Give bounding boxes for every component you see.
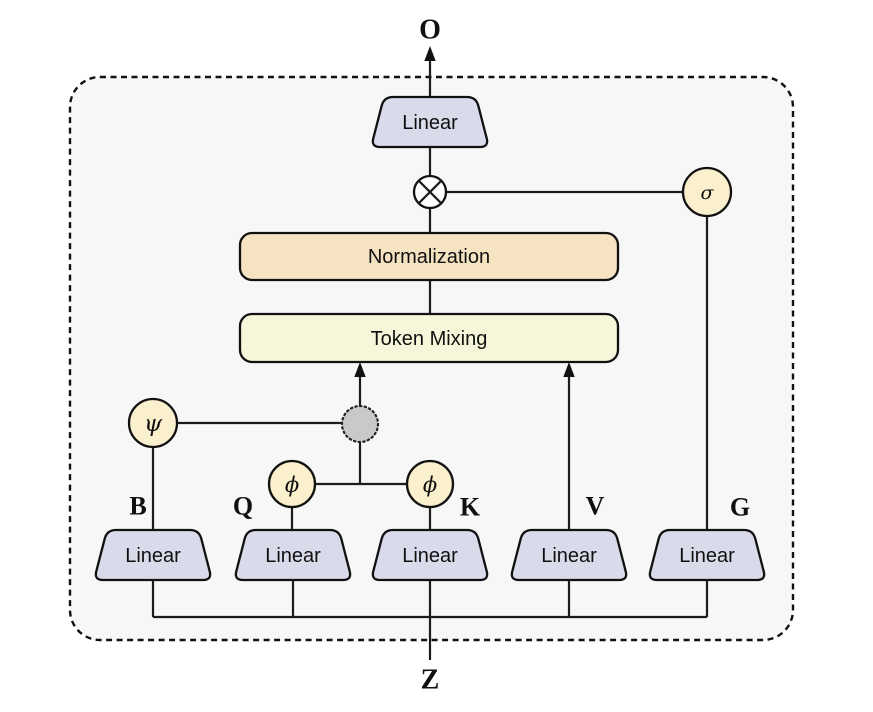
output-linear-node: Linear bbox=[371, 95, 489, 149]
input-label: Z bbox=[421, 665, 440, 696]
sigma-label: σ bbox=[701, 182, 715, 204]
multiply-op-node bbox=[412, 174, 448, 210]
linear-node-v: Linear bbox=[510, 528, 628, 582]
linear-trapezoid-v bbox=[510, 528, 628, 582]
output-label: O bbox=[419, 15, 441, 46]
token-mixing-node: Token Mixing bbox=[238, 312, 620, 364]
linear-label-g: Linear bbox=[679, 545, 735, 567]
phi-q-node: ϕ bbox=[267, 459, 317, 509]
phi-k-circle bbox=[405, 459, 455, 509]
phi-q-label: ϕ bbox=[285, 473, 299, 497]
linear-label-q: Linear bbox=[265, 545, 321, 567]
psi-node: ψ bbox=[127, 397, 179, 449]
output-linear-trapezoid bbox=[371, 95, 489, 149]
normalization-box bbox=[238, 231, 620, 282]
branch-label-k: K bbox=[460, 493, 481, 522]
linear-label-v: Linear bbox=[541, 545, 597, 567]
arrowhead-qk-into-token-mixing-icon bbox=[354, 362, 366, 377]
psi-circle bbox=[127, 397, 179, 449]
phi-q-circle bbox=[267, 459, 317, 509]
linear-trapezoid-k bbox=[371, 528, 489, 582]
linear-node-k: Linear bbox=[371, 528, 489, 582]
linear-trapezoid-q bbox=[234, 528, 352, 582]
phi-k-label: ϕ bbox=[423, 473, 437, 497]
connector-edges bbox=[151, 147, 709, 660]
branch-label-q: Q bbox=[233, 492, 253, 521]
sigma-circle bbox=[681, 166, 733, 218]
output-linear-label: Linear bbox=[402, 112, 458, 134]
memory-state-node bbox=[340, 404, 380, 444]
normalization-node: Normalization bbox=[238, 231, 620, 282]
linear-trapezoid-g bbox=[648, 528, 766, 582]
linear-trapezoid-b bbox=[94, 528, 212, 582]
psi-label: ψ bbox=[144, 411, 163, 437]
multiply-cross-icon bbox=[417, 179, 443, 205]
branch-label-b: B bbox=[129, 492, 146, 521]
linear-node-g: Linear bbox=[648, 528, 766, 582]
arrowhead-output-icon bbox=[424, 46, 436, 61]
token-mixing-label: Token Mixing bbox=[371, 328, 488, 350]
linear-node-q: Linear bbox=[234, 528, 352, 582]
branch-label-g: G bbox=[730, 493, 750, 522]
sigma-gate-node: σ bbox=[681, 166, 733, 218]
token-mixing-box bbox=[238, 312, 620, 364]
linear-label-b: Linear bbox=[125, 545, 181, 567]
linear-label-k: Linear bbox=[402, 545, 458, 567]
normalization-label: Normalization bbox=[368, 246, 490, 268]
branch-label-v: V bbox=[586, 492, 605, 521]
arrowhead-v-into-token-mixing-icon bbox=[563, 362, 575, 377]
linear-node-b: Linear bbox=[94, 528, 212, 582]
phi-k-node: ϕ bbox=[405, 459, 455, 509]
arrow-shafts bbox=[358, 58, 571, 530]
